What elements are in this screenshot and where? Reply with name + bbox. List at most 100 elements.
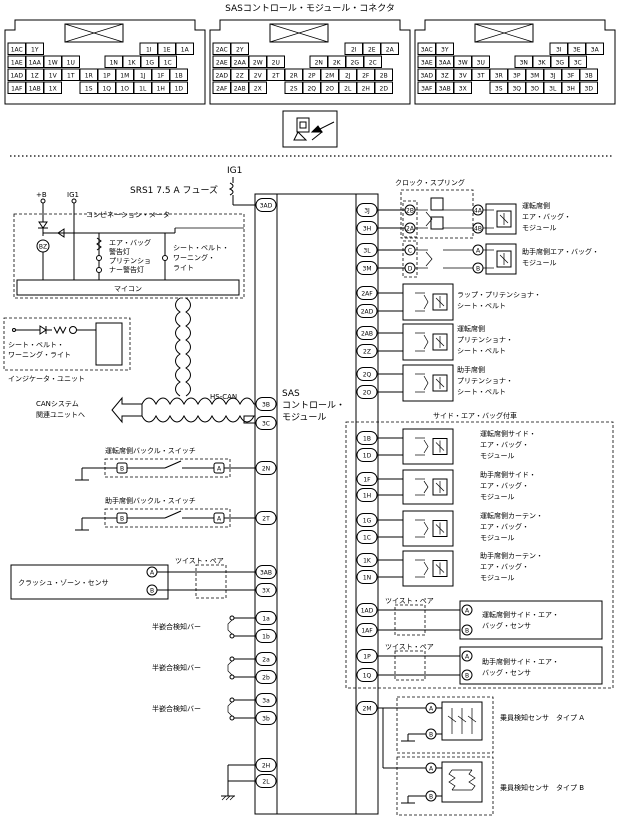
pin-label: 2O (363, 390, 372, 397)
connector-pin-label: 1N (110, 60, 118, 67)
pin-label: 1H (363, 493, 371, 500)
connector-pin-label: 1F (157, 73, 165, 80)
sas-pin-1f: 1F (356, 472, 378, 486)
occupant-sensors: A B A B (378, 696, 584, 816)
connector-pin-label: 2E (368, 47, 376, 54)
connector-pin-label: 3B (585, 73, 593, 80)
driver-pretensioner-label: 運転席側 (457, 324, 485, 333)
sas-pin-1p: 1P (356, 649, 378, 663)
indicator-lamp-label-1: シート・ベルト・ (8, 341, 64, 349)
connector-pin-label: 3D (585, 86, 594, 93)
driver-pretensioner-label: プリテンショナ・ (457, 336, 513, 344)
seatbelt-warning-lamp-icon (162, 255, 168, 261)
passenger-pretensioner-label: プリテンショナ・ (457, 377, 513, 385)
sas-pin-1af: 1AF (356, 623, 378, 637)
connector-pin-label: 2G (351, 60, 360, 67)
airbag-lamp-label-4: ナー警告灯 (109, 265, 144, 274)
connector-pin-label: 2L (344, 86, 352, 93)
connector-pin-label: 1I (146, 47, 152, 54)
connector-pin-label: 3I (556, 47, 562, 54)
indicator-unit-label: インジケータ・ユニット (8, 374, 85, 383)
connector-pin-label: 3O (530, 86, 539, 93)
pin-label: 1AD (361, 608, 374, 615)
driver-airbag-label: エア・バッグ・ (522, 212, 571, 221)
pin-label: 2T (262, 516, 270, 523)
passenger-side-sensor-label-1: 助手席側サイド・エア・ (482, 657, 559, 666)
indicator-lamp-label-2: ワーニング・ライト (8, 350, 71, 359)
hs-can-label: HS-CAN (210, 393, 237, 401)
sas-pin-2z: 2Z (356, 344, 378, 358)
sas-pin-3h: 3H (356, 221, 378, 235)
connector-pin-label: 1Z (31, 73, 39, 80)
lap-pretensioner: ABラップ・プリテンショナ・シート・ベルト (378, 283, 541, 321)
pin-label: 3L (363, 248, 371, 255)
driver-side-airbag-label: 運転席側サイド・ (480, 429, 536, 438)
pin-label: 2M (363, 706, 372, 713)
pin-label: 3J (364, 208, 370, 215)
connector-pin-label: 2K (333, 60, 342, 67)
connector-pin-label: 3X (459, 86, 467, 93)
connector-pin-label: 1G (146, 60, 155, 67)
sas-pin-1q: 1Q (356, 668, 378, 682)
connector-pin-label: 3L (549, 86, 557, 93)
connector-pin-label: 1W (48, 60, 58, 67)
indicator-lamp-icon (69, 326, 77, 334)
passenger-curtain-airbag-label: モジュール (480, 574, 515, 582)
connector-pin-label: 3AC (421, 47, 433, 54)
component-pin-label: D (408, 266, 413, 273)
sas-pin-1k: 1K (356, 553, 378, 567)
pin-label: 3B (262, 402, 270, 409)
sas-pin-3c: 3C (255, 416, 277, 430)
connector-pin-label: 1X (49, 86, 57, 93)
connector-pin-label: 1O (120, 86, 129, 93)
sensor-pin-label: B (465, 673, 469, 680)
connector-pin-label: 2Q (307, 86, 316, 93)
connector-pin-label: 3V (459, 73, 468, 80)
passenger-curtain-airbag-label: エア・バッグ・ (480, 562, 529, 571)
sas-pin-2h: 2H (255, 758, 277, 772)
seatbelt-lamp-label-1: シート・ベルト・ (173, 244, 229, 252)
half-fit-bar-3 (227, 697, 256, 721)
pin-label: 1B (363, 436, 371, 443)
sas-pin-2q: 2Q (356, 367, 378, 381)
connector-pin-label: 3R (495, 73, 503, 80)
occupant-a-pin-b: B (429, 732, 433, 739)
connector-pin-label: 1V (49, 73, 58, 80)
sas-pin-3ab: 3AB (255, 565, 277, 579)
connector-pin-label: 1U (67, 60, 75, 67)
connector-pin-label: 1K (128, 60, 137, 67)
twist-pair-label-r2: ツイスト・ペア (385, 643, 434, 651)
sas-pin-1c: 1C (356, 530, 378, 544)
connector-pin-label: 3M (530, 73, 539, 80)
driver-curtain-airbag-label: エア・バッグ・ (480, 522, 529, 531)
connector-pin-label: 2Z (236, 73, 244, 80)
connector-pin-label: 2AC (216, 47, 228, 54)
fuse-circuit: IG1 SRS1 7.5 A フューズ (130, 166, 256, 206)
connector-pin-label: 3AD (420, 73, 433, 80)
connector-title: SASコントロール・モジュール・コネクタ (225, 3, 395, 14)
crash-sensor-label: クラッシュ・ゾーン・センサ (18, 579, 109, 587)
sas-pin-1a: 1a (255, 611, 277, 625)
sas-pin-2ad: 2AD (356, 304, 378, 318)
connector-pin-label: 1C (164, 60, 172, 67)
pins-right: 3J3H3L3M2AF2AD2AB2Z2Q2O1B1D1F1H1G1C1K1N1… (356, 203, 378, 715)
ground-2h-2l (221, 764, 256, 801)
sas-pin-2ab: 2AB (356, 326, 378, 340)
connector-pin-label: 1A (181, 47, 190, 54)
connector-pin-label: 1AA (29, 60, 42, 67)
driver-curtain-airbag-label: モジュール (480, 534, 515, 542)
connector-pin-label: 1AE (11, 60, 23, 67)
driver-side-airbag: AB運転席側サイド・エア・バッグ・モジュール (378, 428, 536, 465)
pin-label: 3C (262, 421, 270, 428)
connector-pin-label: 3U (477, 60, 485, 67)
connector-pin-label: 1P (103, 73, 111, 80)
pin-label: 3b (262, 716, 270, 723)
connector-pin-label: 3K (538, 60, 547, 67)
sas-module: SAS コントロール・ モジュール (254, 193, 379, 815)
occupant-sensor-b-label: 乗員検知センサ タイプ B (500, 783, 584, 792)
can-system-label-2: 関連ユニットへ (36, 410, 85, 419)
connector-pin-label: 3Y (441, 47, 449, 54)
